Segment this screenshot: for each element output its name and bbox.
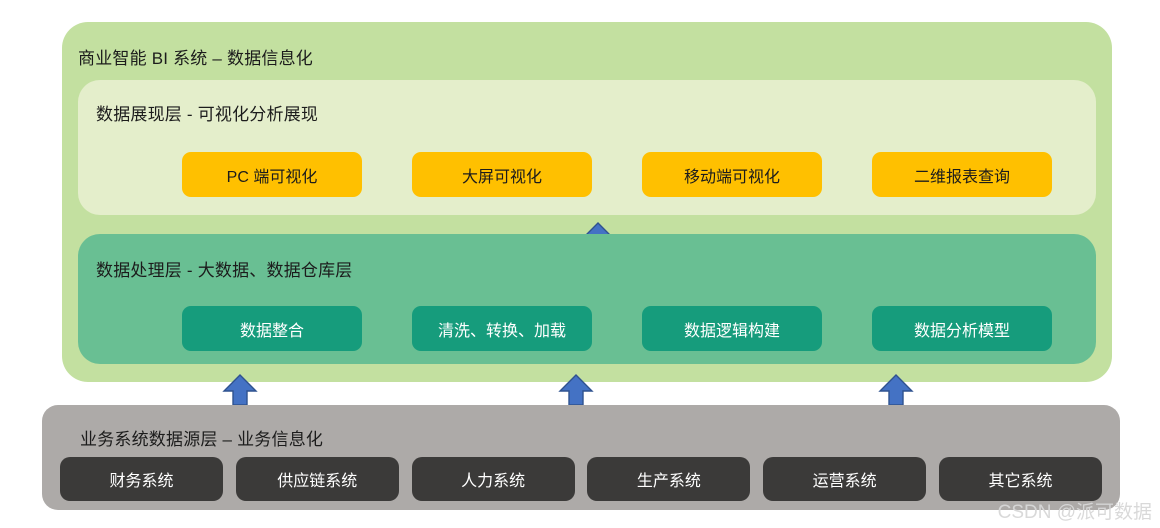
presentation-layer-panel: 数据展现层 - 可视化分析展现 PC 端可视化 大屏可视化 移动端可视化 二维报… — [78, 80, 1096, 215]
source-item-label: 其它系统 — [988, 473, 1053, 490]
source-item-operations[interactable]: 运营系统 — [763, 457, 927, 501]
source-item-label: 供应链系统 — [277, 473, 358, 490]
processing-item-label: 清洗、转换、加载 — [437, 322, 566, 340]
bi-system-title: 商业智能 BI 系统 – 数据信息化 — [78, 49, 314, 68]
processing-item-model[interactable]: 数据分析模型 — [872, 306, 1052, 351]
presentation-item-label: 移动端可视化 — [683, 168, 780, 186]
presentation-item-report[interactable]: 二维报表查询 — [872, 152, 1052, 197]
source-item-hr[interactable]: 人力系统 — [411, 457, 575, 501]
processing-item-integration[interactable]: 数据整合 — [182, 306, 362, 351]
arrow-up-source-to-bi-right — [878, 372, 914, 408]
presentation-item-label: 大屏可视化 — [461, 168, 542, 186]
source-item-label: 运营系统 — [812, 473, 877, 490]
watermark: CSDN @派可数据 — [997, 502, 1152, 523]
presentation-item-label: 二维报表查询 — [913, 168, 1010, 186]
processing-layer-items: 数据整合 清洗、转换、加载 数据逻辑构建 数据分析模型 — [182, 306, 1052, 351]
bi-system-panel: 商业智能 BI 系统 – 数据信息化 数据展现层 - 可视化分析展现 PC 端可… — [62, 22, 1112, 382]
presentation-item-pc[interactable]: PC 端可视化 — [182, 152, 362, 197]
presentation-layer-title: 数据展现层 - 可视化分析展现 — [96, 105, 319, 124]
processing-item-label: 数据整合 — [239, 322, 304, 340]
source-item-label: 生产系统 — [636, 473, 701, 490]
presentation-layer-items: PC 端可视化 大屏可视化 移动端可视化 二维报表查询 — [182, 152, 1052, 197]
source-item-label: 财务系统 — [109, 473, 174, 490]
presentation-item-bigscreen[interactable]: 大屏可视化 — [412, 152, 592, 197]
source-systems-panel: 业务系统数据源层 – 业务信息化 财务系统 供应链系统 人力系统 生产系统 运营… — [42, 405, 1120, 510]
processing-layer-panel: 数据处理层 - 大数据、数据仓库层 数据整合 清洗、转换、加载 数据逻辑构建 数… — [78, 234, 1096, 364]
source-item-label: 人力系统 — [461, 473, 526, 490]
source-item-supply-chain[interactable]: 供应链系统 — [235, 457, 399, 501]
source-item-finance[interactable]: 财务系统 — [60, 457, 223, 501]
processing-item-logic[interactable]: 数据逻辑构建 — [642, 306, 822, 351]
source-systems-title: 业务系统数据源层 – 业务信息化 — [80, 430, 324, 449]
arrow-up-source-to-bi-center — [558, 372, 594, 408]
processing-item-label: 数据分析模型 — [913, 322, 1010, 340]
presentation-item-mobile[interactable]: 移动端可视化 — [642, 152, 822, 197]
arrow-up-source-to-bi-left — [222, 372, 258, 408]
processing-layer-title: 数据处理层 - 大数据、数据仓库层 — [96, 261, 353, 280]
source-systems-items: 财务系统 供应链系统 人力系统 生产系统 运营系统 其它系统 — [60, 457, 1102, 501]
source-item-production[interactable]: 生产系统 — [587, 457, 751, 501]
presentation-item-label: PC 端可视化 — [226, 168, 318, 186]
processing-item-etl[interactable]: 清洗、转换、加载 — [412, 306, 592, 351]
source-item-other[interactable]: 其它系统 — [938, 457, 1102, 501]
processing-item-label: 数据逻辑构建 — [683, 322, 780, 340]
